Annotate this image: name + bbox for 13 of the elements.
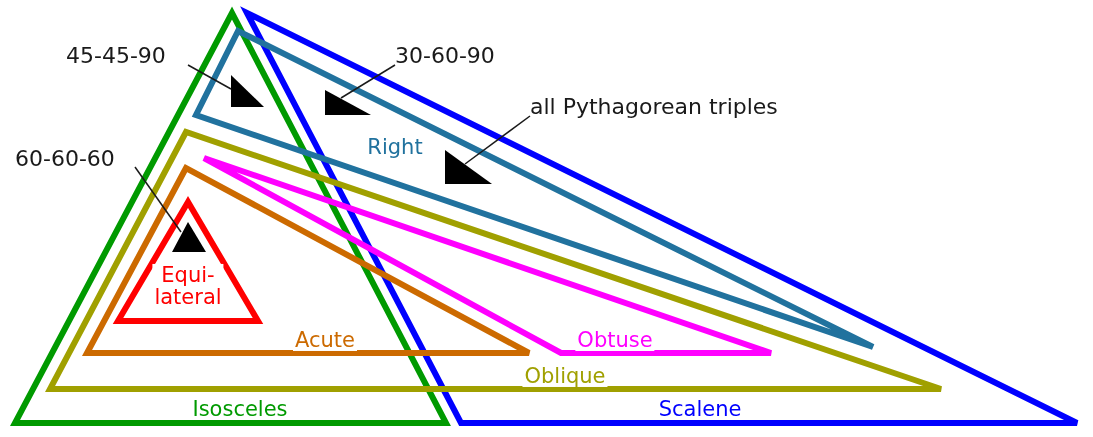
right-triangle-icon xyxy=(231,75,264,107)
right-triangle-icon xyxy=(172,222,206,252)
leader-line xyxy=(187,64,232,90)
angle-label: 45-45-90 xyxy=(66,45,166,67)
set-label: Oblique xyxy=(522,365,608,387)
angle-label: 30-60-90 xyxy=(395,45,495,67)
angle-label: all Pythagorean triples xyxy=(530,96,778,118)
right-triangle-icon xyxy=(325,90,371,115)
right-triangle-icon xyxy=(445,150,492,184)
leader-line xyxy=(464,115,531,165)
set-label: Obtuse xyxy=(575,329,655,351)
set-label: Acute xyxy=(293,329,357,351)
angle-label: 60-60-60 xyxy=(15,148,115,170)
